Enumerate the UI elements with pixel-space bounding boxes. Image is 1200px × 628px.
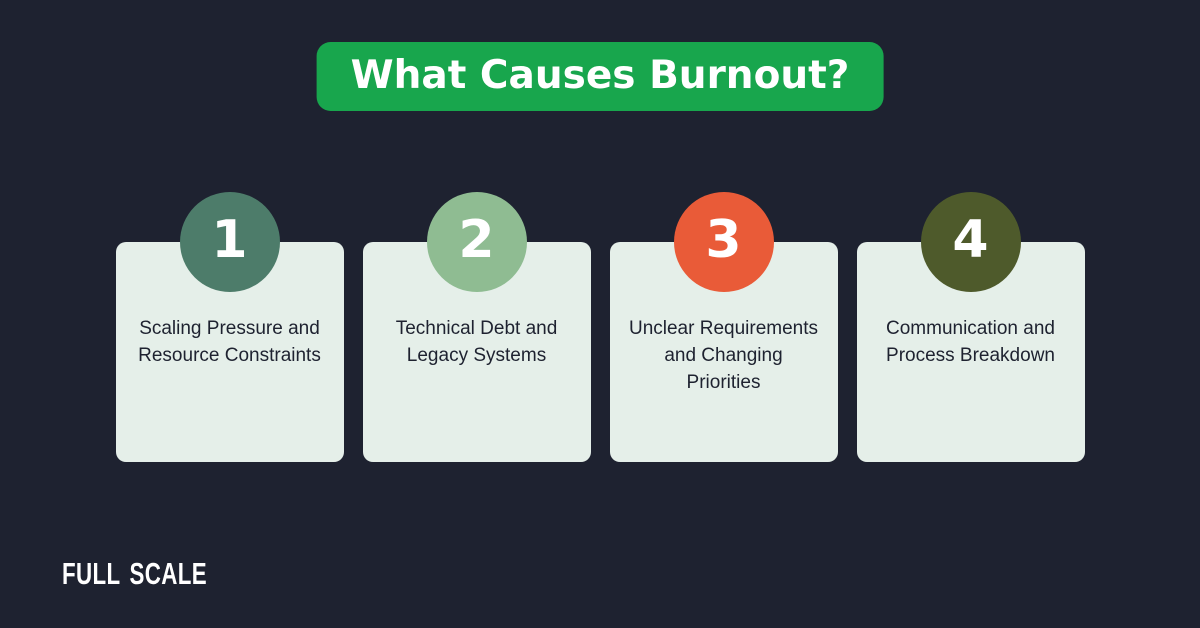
cause-card-1: Scaling Pressure and Resource Constraint…: [115, 192, 344, 462]
full-scale-logo: FULL SCALE: [62, 556, 207, 591]
cause-card-3: Unclear Requirements and Changing Priori…: [609, 192, 838, 462]
causes-card-row: Scaling Pressure and Resource Constraint…: [0, 192, 1200, 462]
cause-card-2: Technical Debt and Legacy Systems 2: [362, 192, 591, 462]
number-badge-2: 2: [426, 192, 527, 292]
number-badge-4: 4: [920, 192, 1021, 292]
number-badge-3: 3: [673, 192, 774, 292]
number-label: 2: [458, 210, 495, 270]
number-badge-1: 1: [179, 192, 280, 292]
cause-label: Communication and Process Breakdown: [886, 318, 1055, 366]
cause-card-4: Communication and Process Breakdown 4: [856, 192, 1085, 462]
number-label: 1: [211, 210, 248, 270]
page-title: What Causes Burnout?: [316, 42, 884, 111]
cause-label: Technical Debt and Legacy Systems: [395, 318, 558, 366]
number-label: 4: [952, 210, 989, 270]
cause-label: Scaling Pressure and Resource Constraint…: [138, 318, 321, 366]
number-label: 3: [705, 210, 742, 270]
cause-label: Unclear Requirements and Changing Priori…: [628, 318, 819, 393]
card-body: Technical Debt and Legacy Systems: [362, 242, 591, 462]
